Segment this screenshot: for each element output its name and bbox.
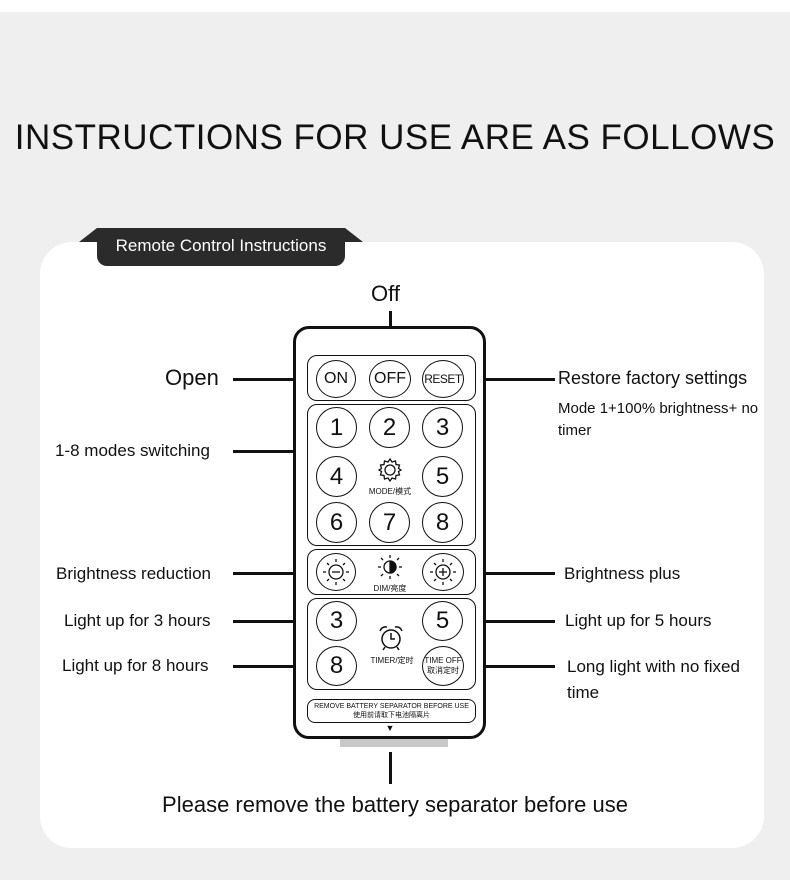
on-button[interactable]: ON [316, 360, 356, 398]
callout-line-8h [233, 665, 317, 668]
mode-1-button[interactable]: 1 [316, 407, 357, 448]
mode-8-button[interactable]: 8 [422, 502, 463, 543]
callout-line-brightness-reduction [233, 572, 317, 575]
mode-caption: MODE/模式 [368, 487, 412, 496]
mode-2-button[interactable]: 2 [369, 407, 410, 448]
time-off-label-cn: 取消定时 [427, 666, 459, 675]
timer-5h-button[interactable]: 5 [422, 601, 463, 641]
mode-5-button[interactable]: 5 [422, 456, 463, 497]
dim-caption: DIM/亮度 [373, 584, 407, 593]
alarm-clock-icon [379, 626, 403, 651]
callout-line-restore [463, 378, 555, 381]
callout-line-long-light [463, 665, 555, 668]
gear-icon [377, 457, 403, 483]
time-off-button[interactable]: TIME OFF 取消定时 [422, 646, 464, 686]
label-modes: 1-8 modes switching [55, 441, 210, 460]
callout-line-5h [463, 620, 555, 623]
label-light-8h: Light up for 8 hours [62, 656, 209, 675]
half-sun-icon [378, 555, 402, 579]
tab-wing-right [345, 228, 363, 242]
section-tab: Remote Control Instructions [97, 228, 345, 266]
separator-notice-en: REMOVE BATTERY SEPARATOR BEFORE USE [314, 703, 469, 710]
reset-button[interactable]: RESET [422, 360, 464, 398]
label-battery: Please remove the battery separator befo… [162, 792, 628, 817]
label-light-5h: Light up for 5 hours [565, 611, 712, 630]
power-button-group [307, 355, 476, 401]
tab-wing-left [79, 228, 97, 242]
brightness-plus-button[interactable] [422, 553, 464, 591]
label-long-light: Long light with no fixed time [567, 657, 740, 702]
separator-notice: REMOVE BATTERY SEPARATOR BEFORE USE 使用前请… [307, 699, 476, 723]
sun-minus-icon [323, 559, 349, 585]
separator-notice-cn: 使用前请取下电池隔离片 [353, 712, 430, 719]
mode-6-button[interactable]: 6 [316, 502, 357, 543]
off-button[interactable]: OFF [369, 360, 411, 398]
brightness-button-group [307, 549, 476, 595]
timer-caption: TIMER/定时 [370, 656, 414, 665]
callout-line-3h [233, 620, 317, 623]
label-brightness-plus: Brightness plus [564, 564, 681, 583]
label-off: Off [371, 281, 400, 306]
callout-line-brightness-plus [463, 572, 555, 575]
timer-3h-button[interactable]: 3 [316, 601, 357, 641]
timer-button-group [307, 598, 476, 690]
separator-arrow: ▼ [385, 723, 395, 733]
label-restore-note: Mode 1+100% brightness+ no timer [558, 400, 759, 439]
timer-8h-button[interactable]: 8 [316, 646, 357, 686]
mode-button-group [307, 404, 476, 546]
label-open: Open [165, 365, 219, 390]
sun-plus-icon [430, 559, 456, 585]
label-light-3h: Light up for 3 hours [64, 611, 211, 630]
callout-line-open [233, 378, 318, 381]
battery-separator-tab [340, 738, 448, 747]
label-brightness-reduction: Brightness reduction [56, 564, 211, 583]
mode-3-button[interactable]: 3 [422, 407, 463, 448]
time-off-label: TIME OFF [424, 656, 462, 665]
mode-4-button[interactable]: 4 [316, 456, 357, 497]
label-restore: Restore factory settings [558, 368, 748, 388]
brightness-minus-button[interactable] [316, 553, 356, 591]
callout-line-battery [389, 752, 392, 784]
mode-7-button[interactable]: 7 [369, 502, 410, 543]
callout-line-modes [233, 450, 310, 453]
page-title: INSTRUCTIONS FOR USE ARE AS FOLLOWS [14, 118, 776, 157]
